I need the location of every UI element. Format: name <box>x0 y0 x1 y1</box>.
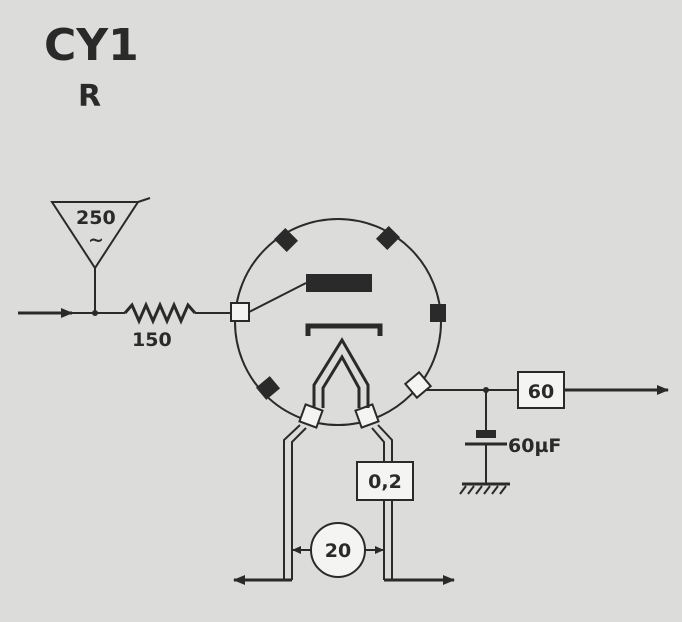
voltage-circle-label: 20 <box>325 540 351 562</box>
heater-box <box>356 461 414 501</box>
output-box-label: 60 <box>528 381 554 403</box>
filament-inner <box>321 354 361 408</box>
antenna-symbol-label: ~ <box>88 229 104 251</box>
capacitor-plate-top <box>476 430 496 438</box>
pin-unused <box>273 227 299 253</box>
tube-type-title: CY1 <box>44 20 139 71</box>
capacitor-value-label: 60µF <box>508 435 561 457</box>
pin-input <box>230 302 250 322</box>
antenna-value-label: 250 <box>76 207 116 229</box>
anode-lead <box>248 282 307 313</box>
heater-right-lead-inner <box>371 427 385 462</box>
heater-left-lead-outer <box>283 424 301 580</box>
pin-output <box>403 370 433 400</box>
tube-subtitle: R <box>78 79 101 114</box>
output-box <box>517 371 565 409</box>
resistor-value-label: 150 <box>132 329 172 351</box>
anode-plate <box>306 274 372 292</box>
filament-outer <box>312 337 370 408</box>
ground-hatch <box>459 485 507 495</box>
resistor-zigzag <box>123 301 197 325</box>
heater-left-lead-inner <box>291 427 307 580</box>
pin-unused <box>375 225 401 251</box>
antenna-triangle <box>50 201 140 270</box>
cathode-bar <box>305 323 383 336</box>
pin-unused <box>430 304 446 322</box>
pin-unused <box>255 376 281 400</box>
antenna-tick <box>137 197 151 203</box>
heater-right-lead-outer <box>377 424 393 462</box>
heater-box-label: 0,2 <box>368 471 402 493</box>
pin-heater-right <box>354 403 380 429</box>
